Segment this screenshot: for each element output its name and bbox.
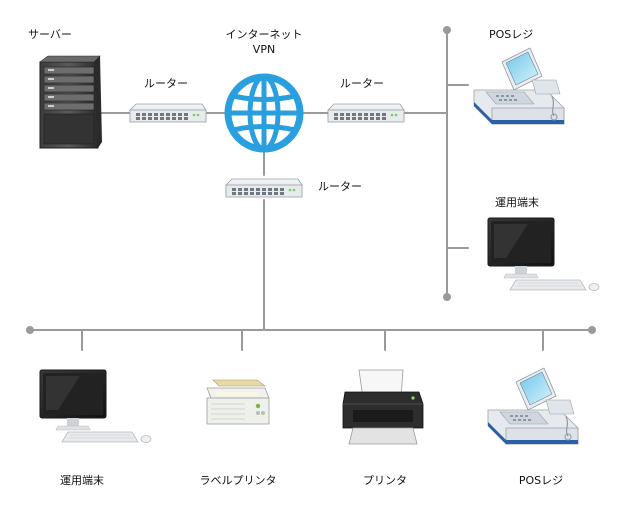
internet-label: インターネット	[225, 28, 303, 41]
terminal-right-icon	[487, 217, 600, 291]
pos-top-label: POSレジ	[489, 28, 534, 41]
router-right-label: ルーター	[340, 77, 384, 90]
server-rack-icon	[39, 55, 102, 149]
vpn-label: VPN	[252, 43, 276, 56]
globe-icon	[224, 73, 304, 153]
router-left	[129, 103, 207, 123]
label-printer-icon	[206, 379, 270, 425]
router-middle	[225, 178, 303, 198]
router-right	[327, 103, 405, 123]
bus-endpoints	[26, 26, 596, 334]
terminal-bottom-label: 運用端末	[60, 474, 104, 487]
laser-printer-icon	[342, 369, 424, 445]
printer-label: プリンタ	[363, 474, 407, 487]
pos-bottom-label: POSレジ	[518, 474, 564, 487]
pos-register-bottom-icon	[487, 367, 579, 445]
router-middle-label: ルーター	[318, 180, 362, 193]
router-left-label: ルーター	[144, 77, 188, 90]
server-label: サーバー	[28, 28, 72, 41]
terminal-right-label: 運用端末	[495, 196, 539, 209]
terminal-bottom-icon	[39, 369, 152, 443]
pos-register-top-icon	[473, 47, 565, 125]
label-printer-label: ラベルプリンタ	[199, 474, 277, 487]
connection-lines	[29, 29, 593, 351]
